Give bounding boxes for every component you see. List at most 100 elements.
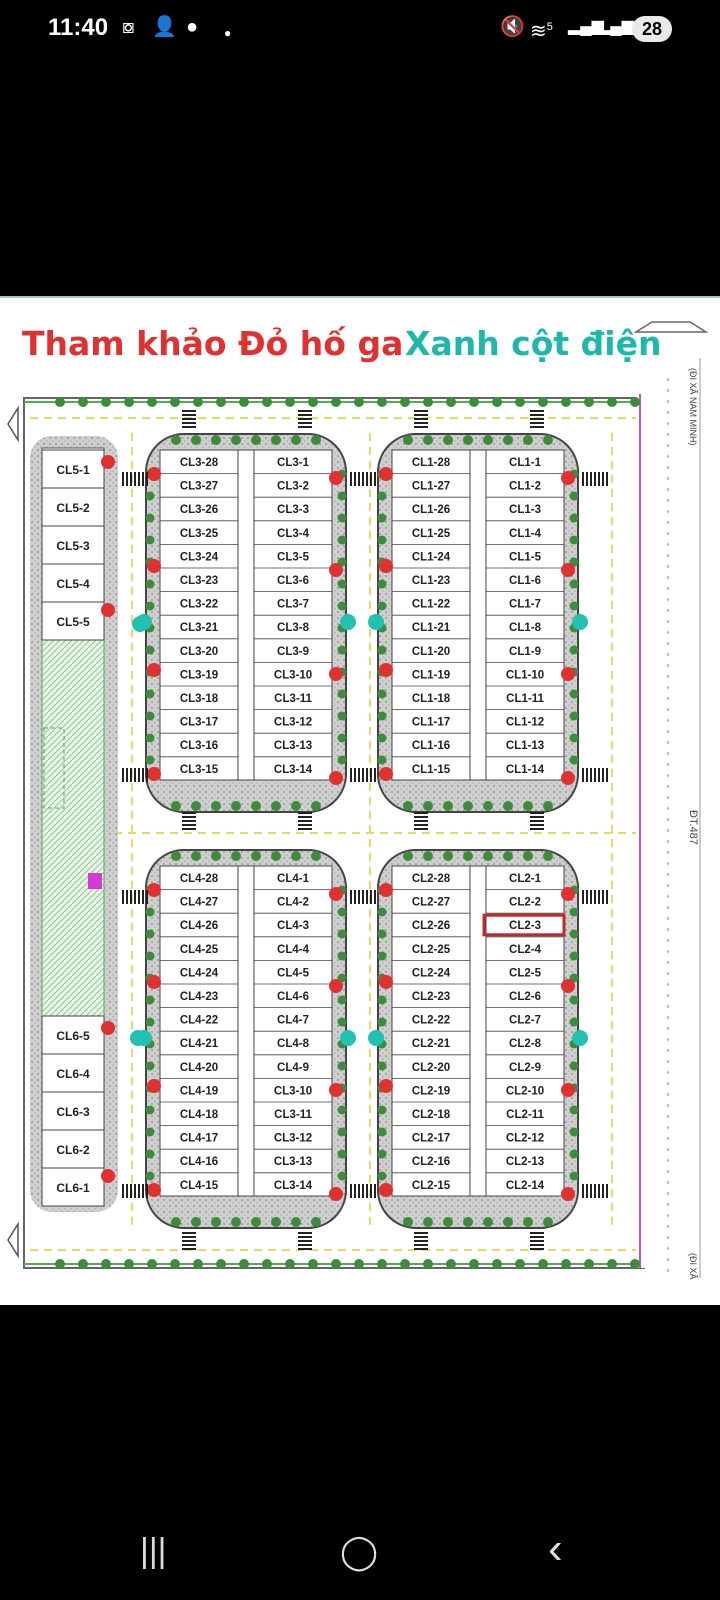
crosswalk	[606, 1184, 608, 1198]
tree-icon	[78, 397, 88, 407]
lot-label: CL1-26	[412, 504, 450, 516]
tree-icon	[584, 397, 594, 407]
site-plan-image[interactable]: Tham khảo Đỏ hố ga Xanh cột điện	[0, 296, 720, 1305]
crosswalk	[586, 472, 588, 486]
lot-label: CL2-28	[412, 873, 451, 885]
tree-icon	[262, 397, 272, 407]
tree-icon	[423, 851, 433, 861]
tree-icon	[569, 711, 579, 721]
lot-label: CL4-27	[180, 897, 218, 909]
lot-label: CL2-11	[506, 1109, 544, 1121]
crosswalk	[414, 410, 428, 412]
lot-label: CL2-19	[412, 1085, 450, 1097]
tree-icon	[311, 851, 321, 861]
lot-label: CL4-26	[180, 920, 218, 932]
crosswalk	[590, 472, 592, 486]
lot-label: CL6-5	[56, 1029, 90, 1043]
tree-icon	[569, 491, 579, 501]
tree-icon	[543, 435, 553, 445]
tree-icon	[403, 851, 413, 861]
tree-icon	[337, 733, 347, 743]
lot-label: CL4-7	[277, 1015, 309, 1027]
crosswalk	[146, 472, 148, 486]
tree-icon	[403, 1217, 413, 1227]
block-cl4: CL4-28CL4-27CL4-26CL4-25CL4-24CL4-23CL4-…	[136, 849, 356, 1229]
tree-icon	[171, 851, 181, 861]
crosswalk	[590, 890, 592, 904]
manhole-icon	[101, 1021, 115, 1035]
crosswalk	[122, 1184, 124, 1198]
lot-label: CL4-8	[277, 1038, 310, 1050]
crosswalk	[362, 472, 364, 486]
crosswalk	[298, 426, 312, 428]
tree-icon	[569, 733, 579, 743]
tree-icon	[331, 1259, 341, 1269]
tree-icon	[216, 397, 226, 407]
manhole-icon	[147, 467, 161, 481]
lot-label: CL2-24	[412, 967, 451, 979]
home-button[interactable]: ◯	[340, 1533, 379, 1571]
crosswalk	[586, 1184, 588, 1198]
crosswalk	[130, 890, 132, 904]
lot-label: CL4-24	[180, 967, 219, 979]
tree-icon	[337, 711, 347, 721]
tree-icon	[337, 689, 347, 699]
tree-icon	[543, 1217, 553, 1227]
crosswalk	[182, 1248, 196, 1250]
crosswalk	[298, 824, 312, 826]
power-pole-icon	[340, 1030, 356, 1046]
crosswalk	[374, 768, 376, 782]
crosswalk	[358, 472, 360, 486]
recents-button[interactable]: |||	[140, 1532, 167, 1570]
tree-icon	[311, 801, 321, 811]
manhole-icon	[561, 1083, 575, 1097]
crosswalk	[298, 1232, 312, 1234]
road-right-label: ĐT.487	[687, 810, 699, 845]
lot-label: CL4-25	[180, 944, 219, 956]
crosswalk	[590, 1184, 592, 1198]
tree-icon	[492, 397, 502, 407]
tree-icon	[569, 995, 579, 1005]
tree-icon	[607, 397, 617, 407]
tree-icon	[377, 711, 387, 721]
tree-icon	[569, 513, 579, 523]
crosswalk	[146, 768, 148, 782]
lot-label: CL1-7	[509, 599, 541, 611]
lot-cell	[41, 1091, 105, 1131]
crosswalk	[122, 890, 124, 904]
crosswalk	[530, 1244, 544, 1246]
crosswalk	[530, 824, 544, 826]
back-button[interactable]: ‹	[548, 1524, 563, 1573]
lot-label: CL3-7	[277, 599, 309, 611]
tree-icon	[251, 1217, 261, 1227]
tree-icon	[561, 1259, 571, 1269]
lot-label: CL4-5	[277, 967, 310, 979]
legend-reference: Tham khảo	[22, 324, 227, 363]
tree-icon	[377, 689, 387, 699]
tree-icon	[145, 601, 155, 611]
tree-icon	[377, 733, 387, 743]
manhole-icon	[147, 663, 161, 677]
dot-icon: ●	[224, 26, 232, 40]
tree-icon	[251, 435, 261, 445]
tree-icon	[251, 801, 261, 811]
lot-label: CL3-3	[277, 504, 309, 516]
lot-label: CL3-28	[180, 457, 219, 469]
navigation-bar: ||| ◯ ‹	[0, 1520, 720, 1592]
crosswalk	[358, 768, 360, 782]
crosswalk	[530, 1236, 544, 1238]
tree-icon	[377, 1105, 387, 1115]
lot-label: CL2-8	[509, 1038, 542, 1050]
tree-icon	[311, 1217, 321, 1227]
tree-icon	[337, 1061, 347, 1071]
lot-label: CL4-6	[277, 991, 309, 1003]
crosswalk	[358, 890, 360, 904]
crosswalk	[370, 890, 372, 904]
crosswalk	[182, 816, 196, 818]
crosswalk	[126, 768, 128, 782]
crosswalk	[298, 812, 312, 814]
crosswalk	[182, 824, 196, 826]
wifi-label: 5	[546, 21, 553, 33]
crosswalk	[182, 422, 196, 424]
crosswalk	[130, 472, 132, 486]
